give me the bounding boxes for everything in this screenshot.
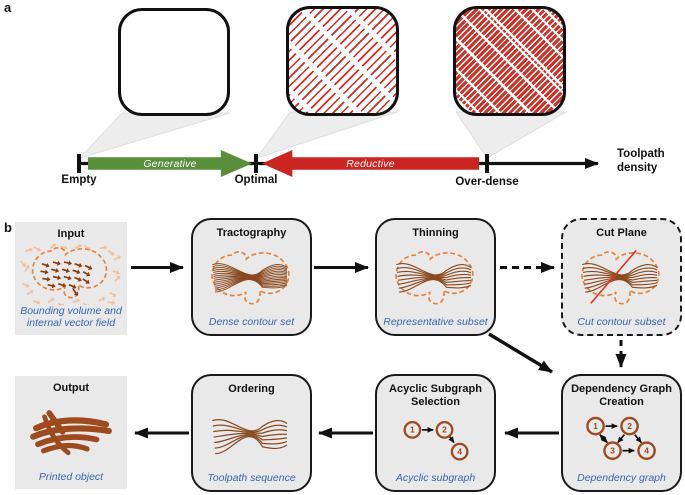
edge-2-4 xyxy=(447,435,455,444)
arrow-thinning-dependency xyxy=(488,332,553,374)
tractography-caption: Dense contour set xyxy=(208,315,295,328)
optimal-density-swatch xyxy=(286,6,399,116)
ordering-title: Ordering xyxy=(228,383,275,395)
printed-strokes xyxy=(30,410,112,456)
inner-field-arrows xyxy=(40,259,94,298)
empty-density-swatch xyxy=(118,8,230,116)
input-caption: Bounding volume and internal vector fiel… xyxy=(20,304,122,329)
cut-plane-line xyxy=(589,250,637,305)
thinning-caption: Representative subset xyxy=(383,315,488,328)
node-2: 2 xyxy=(442,425,447,435)
zoom-funnel-overdense xyxy=(455,111,568,159)
cut-contours xyxy=(581,263,657,293)
graph-edges xyxy=(598,423,642,454)
tick-label-optimal: Optimal xyxy=(234,174,278,186)
graph-nodes xyxy=(402,421,469,461)
dense-contour-illustration xyxy=(210,251,290,305)
cut-contour-illustration xyxy=(580,250,660,305)
blob-outline xyxy=(580,251,660,305)
acyclic-subgraph-box: Acyclic Subgraph Selection 1 2 4 Acyclic… xyxy=(375,374,496,492)
ordering-caption: Toolpath sequence xyxy=(207,471,296,484)
blob-outline xyxy=(210,251,290,305)
overdense-density-swatch xyxy=(453,6,566,116)
ordered-toolpaths xyxy=(211,419,287,455)
cut-plane-title: Cut Plane xyxy=(596,227,647,239)
dependency-graph-illustration: 1 2 3 4 xyxy=(585,417,656,461)
dependency-graph-box: Dependency Graph Creation 1 2 3 4 Depend… xyxy=(561,374,682,492)
ordering-box: Ordering Toolpath sequence xyxy=(191,374,312,492)
zoom-funnel-empty xyxy=(78,112,231,160)
thinning-title: Thinning xyxy=(412,227,459,239)
graph-nodes xyxy=(585,417,656,461)
reductive-label: Reductive xyxy=(346,157,395,170)
thinned-contour-illustration xyxy=(394,251,474,305)
tick-overdense xyxy=(485,154,489,173)
output-box: Output Printed object xyxy=(15,376,127,489)
cut-plane-caption: Cut contour subset xyxy=(577,315,666,328)
acyclic-title: Acyclic Subgraph Selection xyxy=(389,383,482,409)
node-1: 1 xyxy=(593,421,598,431)
panel-a-label: a xyxy=(4,0,12,15)
tick-optimal xyxy=(254,154,258,173)
output-title: Output xyxy=(52,382,90,394)
input-box: Input Bounding volume and internal vecto… xyxy=(15,222,127,335)
dependency-title: Dependency Graph Creation xyxy=(571,383,672,409)
node-4: 4 xyxy=(644,446,649,456)
panel-b-label: b xyxy=(4,220,12,235)
tick-label-overdense: Over-dense xyxy=(455,176,519,188)
tractography-box: Tractography Dense contour set xyxy=(191,218,312,336)
bounding-volume-outline xyxy=(31,247,108,299)
vector-field-illustration xyxy=(19,241,123,305)
output-caption: Printed object xyxy=(38,470,104,483)
tick-label-empty: Empty xyxy=(61,174,97,186)
outer-field-arrows xyxy=(19,241,123,305)
toolpath-sequence-illustration xyxy=(211,419,287,455)
node-2: 2 xyxy=(627,421,632,431)
thinning-box: Thinning Representative subset xyxy=(375,218,496,336)
node-4: 4 xyxy=(457,447,462,457)
axis-title-line1: Toolpath xyxy=(617,148,665,160)
node-1: 1 xyxy=(409,425,414,435)
cut-plane-box: Cut Plane Cut contour subset xyxy=(561,218,682,336)
axis-title-line2: density xyxy=(617,162,658,175)
thinned-contours xyxy=(395,263,471,293)
blob-outline xyxy=(394,251,474,305)
zoom-funnel-optimal xyxy=(255,111,398,159)
dependency-caption: Dependency graph xyxy=(577,471,666,484)
input-title: Input xyxy=(57,228,85,240)
printed-object-illustration xyxy=(30,410,112,456)
axis-title: Toolpath density xyxy=(617,147,665,176)
acyclic-subgraph-illustration: 1 2 4 xyxy=(402,421,469,461)
tractography-title: Tractography xyxy=(216,227,287,239)
generative-label: Generative xyxy=(143,157,197,170)
acyclic-caption: Acyclic subgraph xyxy=(395,471,476,484)
dense-contours xyxy=(211,263,287,293)
tick-empty xyxy=(77,154,81,173)
node-3: 3 xyxy=(610,446,615,456)
